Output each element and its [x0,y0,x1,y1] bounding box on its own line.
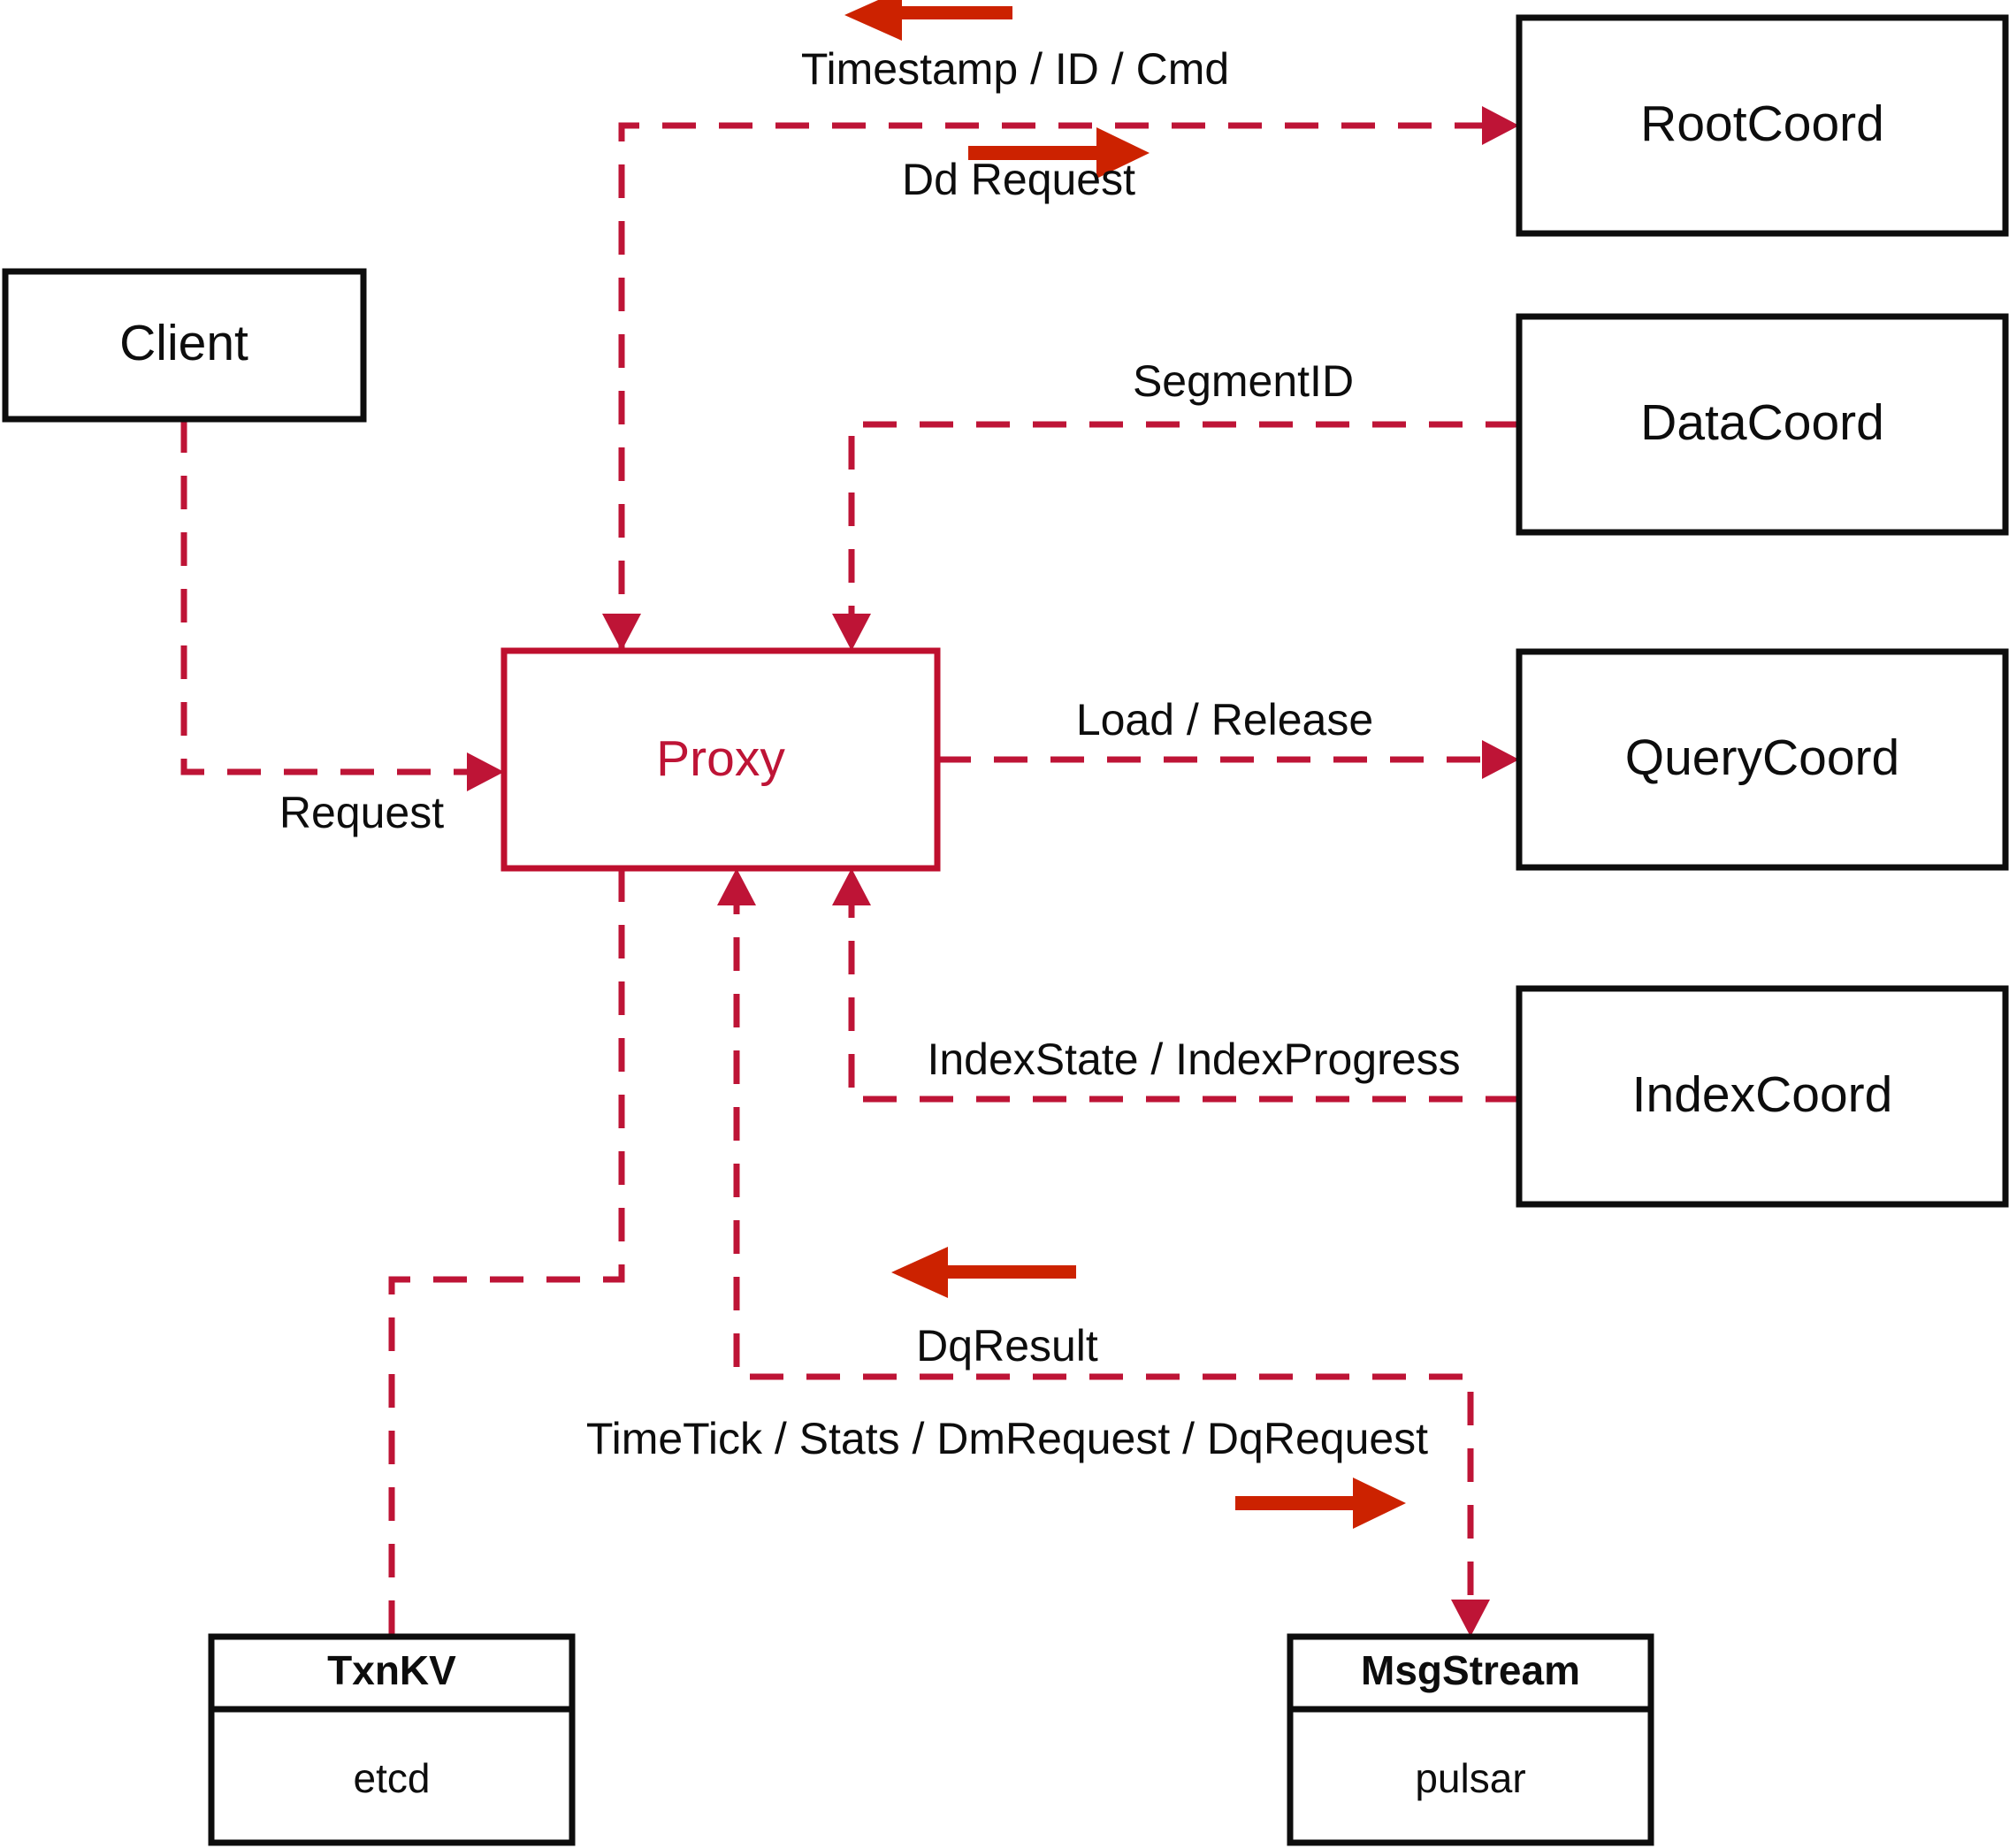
edge-label-timestamp: Timestamp / ID / Cmd [801,44,1229,94]
arrowhead-msgstream-to-proxy [717,868,756,905]
node-indexcoord[interactable] [1516,985,2009,1208]
arrowhead-datacoord-to-proxy [832,614,871,651]
direction-arrow-dd-request [968,127,1150,179]
direction-arrow-timestamp [844,0,1012,41]
arrowhead-client-to-proxy [467,752,504,791]
node-querycoord[interactable] [1516,648,2009,871]
direction-arrow-dqresult [891,1247,1076,1298]
edge-label-request: Request [279,788,444,837]
edge-proxy-msgstream [733,881,1474,1618]
arrowhead-proxy-to-msgstream [1451,1600,1490,1637]
node-proxy[interactable] [500,647,941,872]
edge-indexcoord-to-proxy [848,881,1519,1103]
edge-client-to-proxy [180,419,492,775]
node-proxy-label: Proxy [656,730,785,787]
node-msgstream-title: MsgStream [1361,1647,1580,1693]
node-client[interactable] [2,268,367,423]
node-querycoord-label: QueryCoord [1625,729,1899,786]
node-txnkv[interactable] [208,1633,576,1846]
edge-label-dd-request: Dd Request [902,155,1135,204]
arrowhead-rootcoord-to-proxy [602,614,641,651]
edge-proxy-to-txnkv [388,868,625,1637]
edge-datacoord-to-proxy [848,421,1519,651]
node-client-label: Client [119,315,248,371]
direction-arrow-dqrequest [1235,1478,1406,1529]
edge-label-load-release: Load / Release [1076,695,1373,745]
node-msgstream[interactable] [1287,1633,1654,1846]
node-txnkv-title: TxnKV [327,1647,456,1693]
node-msgstream-impl: pulsar [1415,1755,1525,1801]
arrowhead-proxy-to-querycoord [1482,740,1519,779]
arrowhead-indexcoord-to-proxy [832,868,871,905]
node-rootcoord[interactable] [1516,14,2009,237]
arrowhead-proxy-to-rootcoord [1482,106,1519,145]
edge-label-timetick: TimeTick / Stats / DmRequest / DqRequest [586,1414,1428,1463]
node-rootcoord-label: RootCoord [1640,95,1884,152]
node-datacoord-label: DataCoord [1640,394,1884,451]
edge-proxy-to-rootcoord [618,122,1494,651]
node-indexcoord-label: IndexCoord [1632,1066,1893,1123]
edge-label-dqresult: DqResult [916,1321,1098,1371]
node-txnkv-impl: etcd [354,1755,431,1801]
edge-label-segment-id: SegmentID [1133,356,1354,406]
node-datacoord[interactable] [1516,313,2009,536]
edge-label-index-state: IndexState / IndexProgress [927,1035,1460,1084]
